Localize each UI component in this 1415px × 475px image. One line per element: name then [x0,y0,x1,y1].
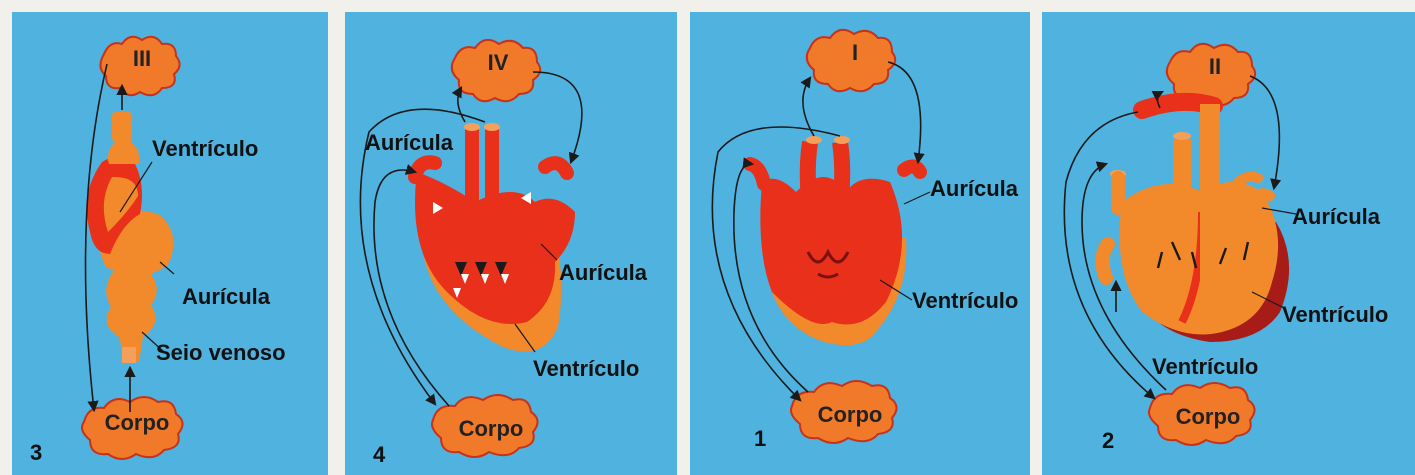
panel-1: I Corpo Aurícula Ventrículo 1 [690,12,1030,475]
panel-4: IV Corpo Aurícula Aurícula Ventrículo 4 [345,12,677,475]
panel-number: 3 [30,440,42,466]
top-label: III [120,46,164,72]
panel-number: 2 [1102,428,1114,454]
top-label: I [830,40,880,66]
top-label: II [1190,54,1240,80]
bottom-label: Corpo [441,416,541,442]
mammal-heart-diagram [345,12,677,475]
label-ventricle: Ventrículo [533,356,639,382]
label-atrium: Aurícula [182,284,270,310]
arrow-heart-to-lung [803,78,814,136]
top-label: IV [473,50,523,76]
label-ventricle-bottom: Ventrículo [1152,354,1258,380]
panel-number: 1 [754,426,766,452]
label-atrium: Aurícula [930,176,1018,202]
panel-2: II Corpo Aurícula Ventrículo Ventrículo … [1042,12,1415,475]
arrow-lung-to-atrium [1250,76,1279,188]
arrow-lung-to-atrium [888,62,921,162]
arrow-lung-to-atrium [533,72,582,162]
label-atrium-right: Aurícula [559,260,647,286]
label-ventricle: Ventrículo [912,288,1018,314]
label-ventricle: Ventrículo [152,136,258,162]
bottom-label: Corpo [800,402,900,428]
panel-number: 4 [373,442,385,468]
panel-3: III Corpo Ventrículo Aurícula Seio venos… [12,12,328,475]
fish-heart-diagram [12,12,328,475]
label-atrium-left: Aurícula [365,130,453,156]
label-ventricle-right: Ventrículo [1282,302,1388,328]
bottom-label: Corpo [92,410,182,436]
bottom-label: Corpo [1158,404,1258,430]
label-atrium: Aurícula [1292,204,1380,230]
label-sinus: Seio venoso [156,340,286,366]
